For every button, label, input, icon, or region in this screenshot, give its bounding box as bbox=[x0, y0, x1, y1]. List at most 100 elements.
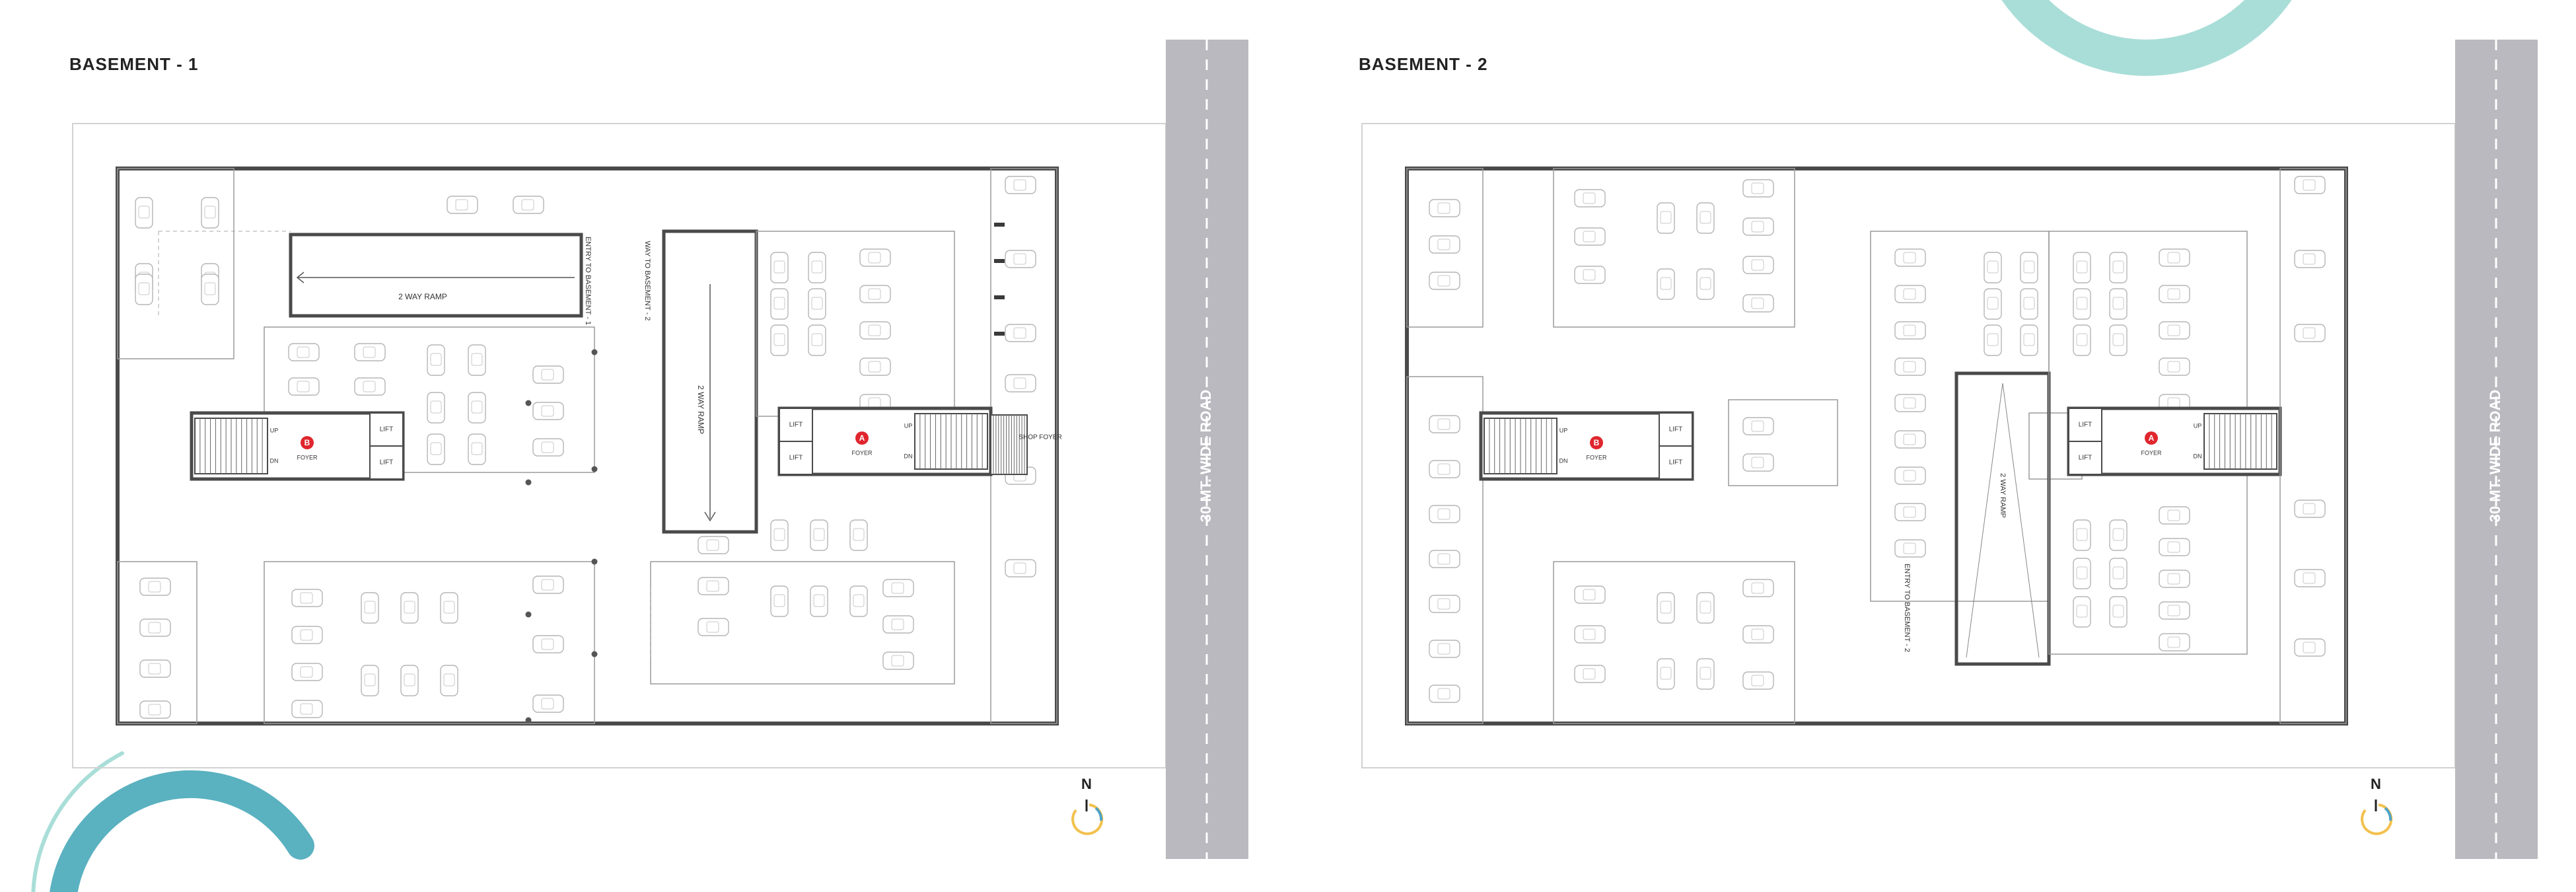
car-icon bbox=[1894, 539, 1926, 558]
car-cabin bbox=[2076, 566, 2088, 579]
car-body bbox=[2159, 538, 2190, 556]
car-cabin bbox=[138, 282, 150, 295]
car-cabin bbox=[1987, 297, 1999, 310]
car-body bbox=[698, 577, 729, 595]
column bbox=[994, 223, 1005, 227]
car-cabin bbox=[300, 666, 313, 678]
parking-zone bbox=[264, 561, 595, 724]
car-icon bbox=[1657, 592, 1675, 624]
dn-label: DN bbox=[2194, 453, 2202, 459]
car-cabin bbox=[1013, 327, 1026, 339]
car-body bbox=[447, 196, 478, 214]
car-body bbox=[2020, 288, 2038, 320]
car-cabin bbox=[1437, 508, 1450, 520]
up-label: UP bbox=[270, 427, 279, 433]
car-body bbox=[361, 665, 379, 696]
lift-shaft bbox=[369, 445, 404, 480]
parking-zone bbox=[650, 561, 955, 685]
car-icon bbox=[135, 274, 153, 305]
car-body bbox=[810, 519, 828, 551]
car-cabin bbox=[1751, 420, 1764, 432]
car-body bbox=[1657, 592, 1675, 624]
car-icon bbox=[1005, 324, 1036, 342]
car-cabin bbox=[2167, 636, 2180, 648]
car-body bbox=[427, 344, 445, 376]
car-icon bbox=[849, 519, 868, 551]
car-icon bbox=[1984, 252, 2002, 283]
car-body bbox=[1429, 685, 1460, 703]
car-body bbox=[2073, 596, 2091, 628]
car-icon bbox=[2294, 500, 2326, 518]
car-cabin bbox=[404, 601, 415, 614]
up-label: UP bbox=[904, 422, 913, 429]
car-icon bbox=[400, 665, 419, 696]
car-cabin bbox=[811, 333, 823, 346]
car-cabin bbox=[2112, 297, 2124, 310]
car-icon bbox=[2294, 638, 2326, 657]
car-icon bbox=[2159, 285, 2190, 303]
car-icon bbox=[2109, 324, 2128, 356]
car-icon bbox=[1894, 394, 1926, 412]
car-cabin bbox=[204, 282, 216, 295]
car-icon bbox=[1429, 685, 1460, 703]
car-icon bbox=[288, 343, 320, 361]
car-body bbox=[1429, 640, 1460, 658]
car-cabin bbox=[1437, 418, 1450, 430]
car-cabin bbox=[706, 621, 719, 633]
car-icon bbox=[1696, 658, 1715, 690]
car-icon bbox=[468, 392, 486, 424]
car-cabin bbox=[1013, 253, 1026, 265]
car-icon bbox=[2159, 601, 2190, 620]
car-icon bbox=[1742, 671, 1774, 690]
car-cabin bbox=[891, 582, 904, 594]
shop-foyer-label: SHOP FOYER bbox=[1019, 434, 1061, 441]
car-icon bbox=[698, 618, 729, 636]
column-dot bbox=[591, 558, 598, 565]
car-body bbox=[770, 288, 789, 320]
car-icon bbox=[2159, 321, 2190, 340]
car-cabin bbox=[541, 369, 554, 381]
lift-shaft bbox=[779, 441, 813, 475]
car-body bbox=[1005, 250, 1036, 268]
column-dot bbox=[591, 349, 598, 355]
up-label: UP bbox=[1559, 427, 1568, 433]
car-icon bbox=[201, 197, 219, 229]
entry-label: ENTRY TO BASEMENT - 1 bbox=[584, 237, 592, 325]
car-cabin bbox=[2167, 361, 2180, 373]
car-icon bbox=[1005, 250, 1036, 268]
car-body bbox=[2109, 596, 2128, 628]
car-body bbox=[291, 589, 323, 607]
car-body bbox=[882, 615, 914, 634]
car-body bbox=[400, 592, 419, 624]
car-body bbox=[2294, 569, 2326, 587]
car-icon bbox=[1984, 324, 2002, 356]
car-body bbox=[201, 274, 219, 305]
car-cabin bbox=[300, 629, 313, 641]
car-icon bbox=[532, 365, 564, 384]
car-body bbox=[2159, 570, 2190, 588]
car-cabin bbox=[773, 333, 785, 346]
north-label: N bbox=[1081, 776, 1092, 792]
car-icon bbox=[808, 252, 826, 283]
car-cabin bbox=[2167, 605, 2180, 616]
car-icon bbox=[2073, 558, 2091, 589]
car-icon bbox=[2073, 324, 2091, 356]
car-icon bbox=[1574, 625, 1606, 644]
car-cabin bbox=[706, 580, 719, 592]
ramp-top bbox=[289, 233, 583, 318]
car-body bbox=[1894, 357, 1926, 376]
car-cabin bbox=[868, 361, 881, 373]
car-body bbox=[440, 665, 458, 696]
car-icon bbox=[2294, 176, 2326, 194]
car-body bbox=[2109, 252, 2128, 283]
car-body bbox=[882, 651, 914, 670]
car-body bbox=[354, 377, 386, 396]
car-body bbox=[1429, 235, 1460, 254]
dn-label: DN bbox=[1559, 457, 1568, 464]
car-icon bbox=[1574, 266, 1606, 284]
car-cabin bbox=[813, 594, 825, 607]
core-badge bbox=[1590, 436, 1603, 449]
car-icon bbox=[2109, 288, 2128, 320]
car-icon bbox=[354, 343, 386, 361]
